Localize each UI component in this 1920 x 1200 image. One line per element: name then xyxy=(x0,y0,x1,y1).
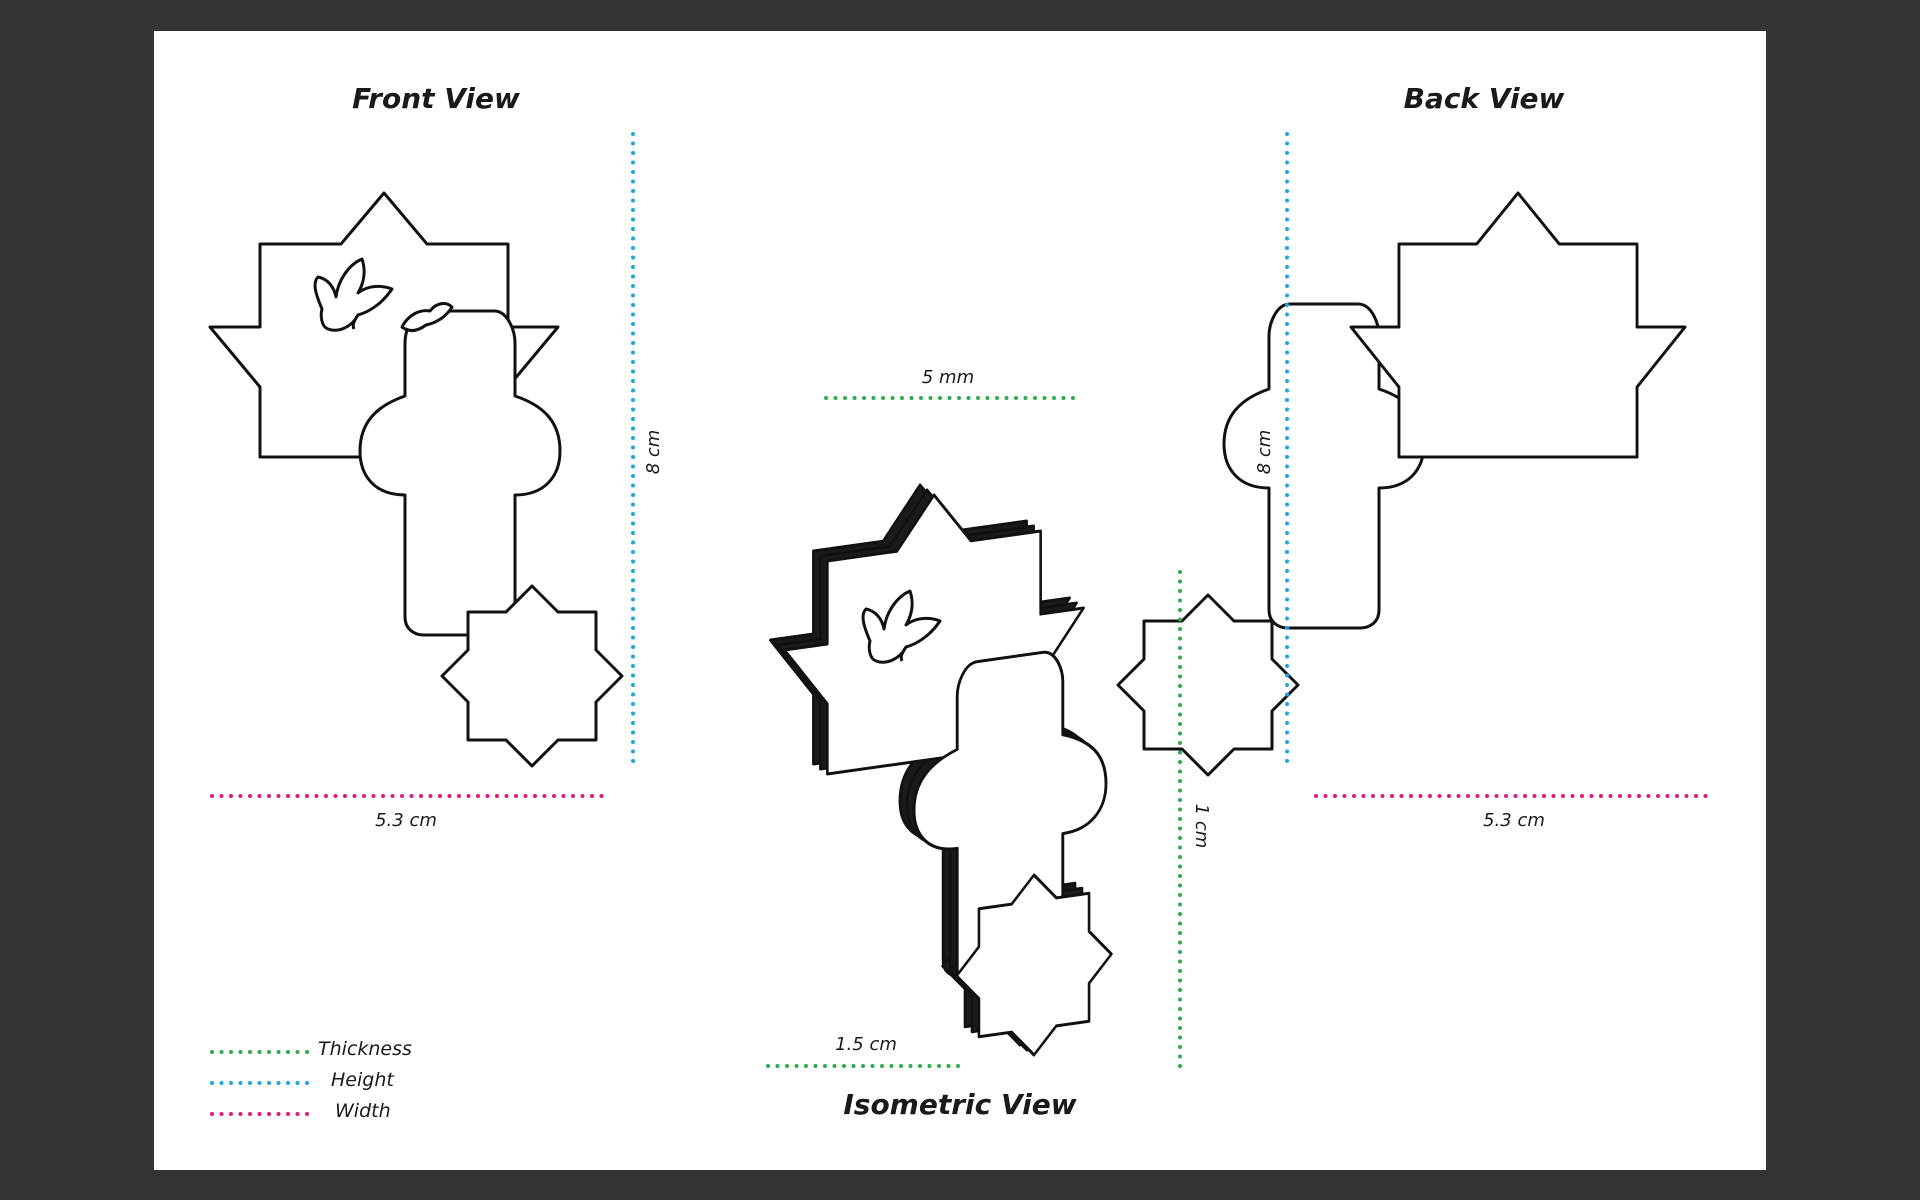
legend-item-width: Width xyxy=(210,1100,391,1122)
legend-item-height: Height xyxy=(210,1069,395,1091)
legend-height-label: Height xyxy=(331,1069,395,1091)
legend: Thickness Height Width xyxy=(210,1038,412,1122)
technical-drawing: Front View 8 cm 5.3 cm Back View 8 cm xyxy=(208,82,1712,1122)
back-height-label: 8 cm xyxy=(1254,430,1275,475)
isometric-view-title: Isometric View xyxy=(843,1088,1076,1121)
back-small-star-shape xyxy=(1116,593,1300,777)
back-view-cutter xyxy=(1116,191,1687,777)
drawing-sheet: Front View 8 cm 5.3 cm Back View 8 cm xyxy=(154,31,1766,1170)
front-height-label: 8 cm xyxy=(643,430,664,475)
back-width-label: 5.3 cm xyxy=(1483,810,1545,831)
back-big-star-shape xyxy=(1349,191,1687,459)
isometric-top-label: 5 mm xyxy=(922,367,974,388)
isometric-cutter xyxy=(768,462,1113,1068)
isometric-view: 5 mm 1 cm 1 xyxy=(766,367,1212,1121)
front-view-cutter xyxy=(208,191,624,768)
isometric-bottom-label: 1.5 cm xyxy=(835,1034,897,1055)
back-view: Back View 8 cm 5.3 cm xyxy=(1116,82,1712,831)
isometric-side-label: 1 cm xyxy=(1191,804,1212,849)
back-view-title: Back View xyxy=(1404,82,1565,115)
front-view: Front View 8 cm 5.3 cm xyxy=(208,82,664,831)
front-view-title: Front View xyxy=(352,82,520,115)
legend-item-thickness: Thickness xyxy=(210,1038,412,1060)
front-width-label: 5.3 cm xyxy=(375,810,437,831)
front-small-star-shape xyxy=(440,584,624,768)
legend-thickness-label: Thickness xyxy=(318,1038,412,1060)
legend-width-label: Width xyxy=(335,1100,391,1122)
